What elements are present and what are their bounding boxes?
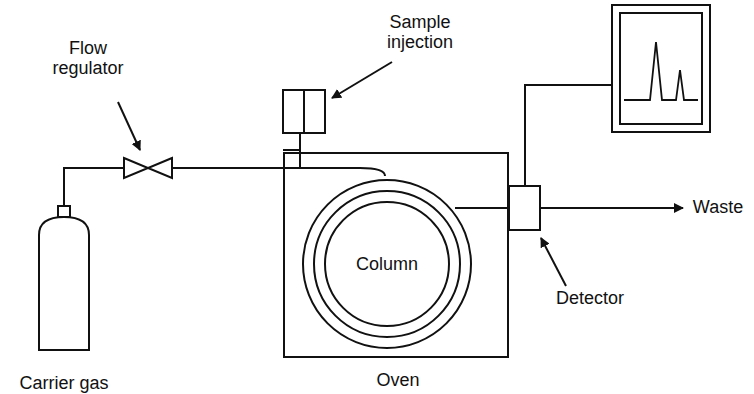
signal-wire bbox=[525, 85, 612, 186]
injector-stem bbox=[283, 90, 325, 168]
leader-arrow bbox=[541, 238, 566, 286]
gas-cylinder: Carrier gas bbox=[37, 205, 91, 352]
recorder-frame bbox=[612, 5, 710, 132]
column-coil: Column bbox=[301, 178, 473, 350]
gas-line bbox=[283, 167, 300, 169]
valve-symbol bbox=[124, 158, 172, 178]
leader-arrow bbox=[118, 102, 140, 150]
oven-box: OvenColumn bbox=[283, 152, 509, 358]
detector-box bbox=[509, 186, 540, 230]
part-label: Detector bbox=[545, 288, 635, 308]
gas-line bbox=[64, 168, 283, 205]
part-label: Sample injection bbox=[360, 12, 480, 52]
node-label: Carrier gas bbox=[12, 373, 116, 393]
recorder-screen bbox=[620, 13, 702, 124]
cylinder-outline bbox=[37, 205, 91, 352]
waste-arrow bbox=[540, 207, 683, 209]
chromatogram-peaks bbox=[624, 42, 698, 100]
column-outlet bbox=[455, 207, 509, 209]
leader-arrow bbox=[332, 62, 392, 98]
node-label: Column bbox=[327, 254, 447, 274]
part-label: Flow regulator bbox=[38, 38, 138, 78]
node-label: Oven bbox=[328, 370, 468, 390]
column-inlet bbox=[300, 168, 385, 176]
part-label: Waste bbox=[686, 197, 750, 217]
